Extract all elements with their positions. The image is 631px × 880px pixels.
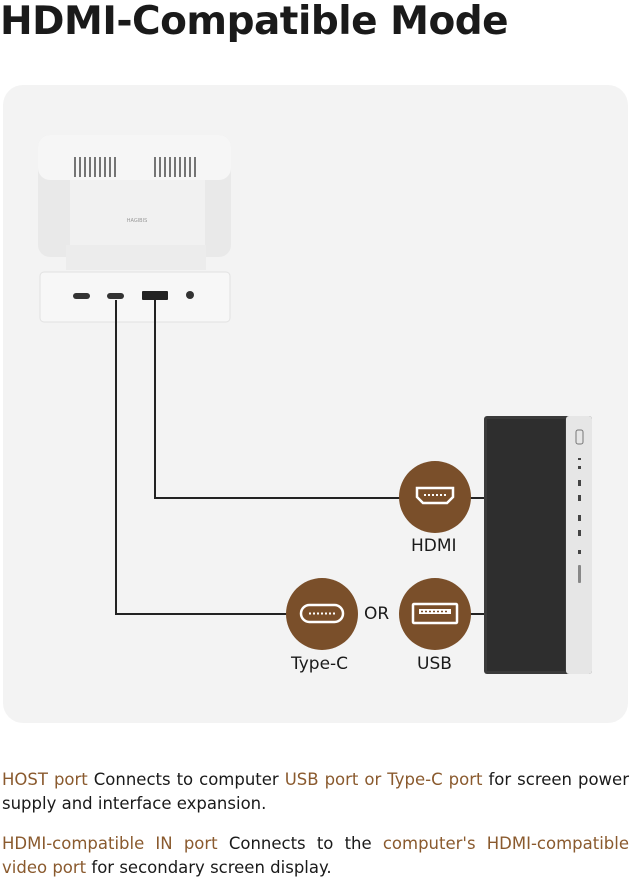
screen-device: HAGIBIS	[38, 135, 231, 270]
port-base	[39, 271, 231, 323]
tower-pc	[484, 416, 592, 674]
typec-label: Type-C	[291, 654, 349, 674]
host-port-text-2: for screen power supply and interface ex…	[2, 770, 629, 813]
hdmi-port-icon	[142, 291, 168, 300]
typec-port-2-icon	[107, 293, 124, 299]
page-title: HDMI-Compatible Mode	[0, 0, 509, 44]
hdmi-cable	[154, 300, 488, 499]
audio-port-icon	[186, 291, 194, 299]
hdmi-connector-icon	[399, 461, 471, 533]
host-port-term: HOST port	[2, 770, 88, 789]
typec-port-1-icon	[73, 293, 90, 299]
vent-right-icon	[154, 157, 196, 177]
typec-cable	[115, 300, 290, 615]
usb-label: USB	[417, 654, 452, 674]
hdmi-port-description: HDMI-compatible IN port Connects to the …	[2, 832, 629, 880]
hdmi-port-highlight: computer's HDMI-compatible video port	[2, 834, 629, 877]
hdmi-label: HDMI	[411, 536, 457, 556]
usb-connector-icon	[399, 578, 471, 650]
hdmi-port-term: HDMI-compatible IN port	[2, 834, 218, 853]
hdmi-port-text-2: for secondary screen display.	[86, 858, 332, 877]
typec-connector-icon	[286, 578, 358, 650]
host-port-highlight: USB port or Type-C port	[284, 770, 483, 789]
hdmi-port-text-1: Connects to the	[217, 834, 383, 853]
brand-logo: HAGIBIS	[127, 218, 148, 224]
host-port-text-1: Connects to computer	[87, 770, 285, 789]
or-label: OR	[364, 604, 390, 624]
host-port-description: HOST port Connects to computer USB port …	[2, 768, 629, 816]
vent-left-icon	[74, 157, 116, 177]
